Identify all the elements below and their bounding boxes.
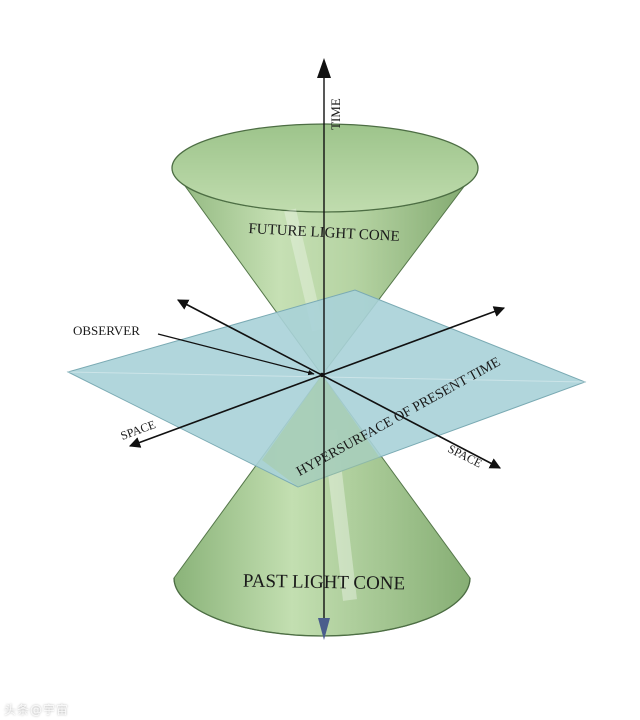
arrow-up-icon	[317, 58, 331, 78]
space-axes	[128, 299, 506, 469]
time-axis	[317, 58, 331, 640]
arrow-down-icon	[318, 618, 330, 640]
observer-point	[319, 372, 325, 378]
space-left-label: SPACE	[119, 417, 158, 443]
observer-pointer	[157, 333, 315, 376]
future-light-cone-label: FUTURE LIGHT CONE	[248, 221, 400, 245]
past-light-cone-label: PAST LIGHT CONE	[243, 571, 406, 595]
watermark: 头条@宇宙	[4, 703, 70, 717]
space-right-label: SPACE	[446, 442, 485, 471]
time-label: TIME	[328, 98, 343, 130]
space-axis-left	[128, 306, 506, 448]
observer-label: OBSERVER	[73, 323, 140, 338]
